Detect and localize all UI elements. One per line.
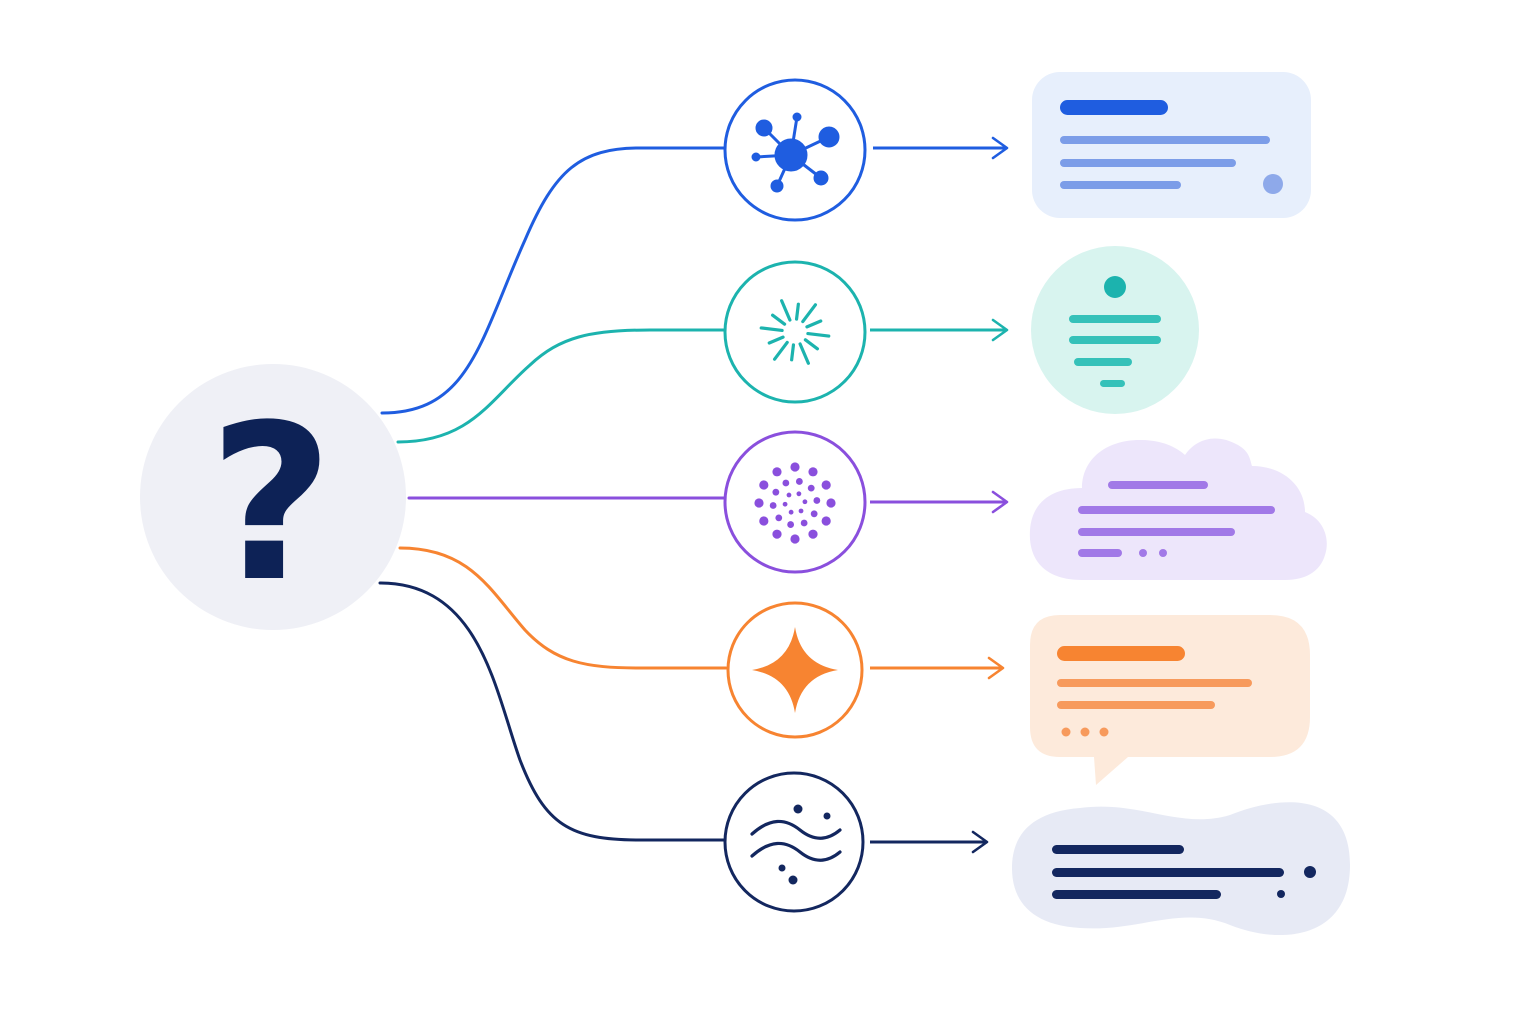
question-node: ?	[140, 364, 406, 630]
starburst-icon	[759, 299, 831, 365]
connector-network	[380, 146, 726, 415]
network-nodes-icon	[751, 112, 840, 193]
node-circle-waves	[723, 771, 865, 913]
response-card-dots	[1029, 438, 1327, 580]
connector-sparkle	[396, 328, 727, 444]
branch-network	[723, 72, 1311, 222]
response-card-network	[1032, 72, 1311, 218]
node-circle-sparkle	[723, 260, 867, 404]
connector-star	[398, 546, 728, 670]
branch-star	[726, 601, 1310, 785]
branch-sparkle	[723, 246, 1199, 414]
response-card-star	[1030, 615, 1310, 785]
response-card-waves	[1012, 802, 1350, 936]
response-card-sparkle	[1031, 246, 1199, 414]
connectors	[378, 146, 728, 842]
branch-waves	[723, 771, 1350, 936]
branch-dots	[723, 430, 1327, 580]
connector-waves	[378, 581, 726, 842]
node-circle-dots	[723, 430, 867, 574]
four-point-star-icon	[752, 627, 838, 713]
waves-icon	[750, 804, 842, 885]
dot-ring-icon	[754, 462, 836, 544]
question-mark-icon: ?	[209, 378, 334, 629]
